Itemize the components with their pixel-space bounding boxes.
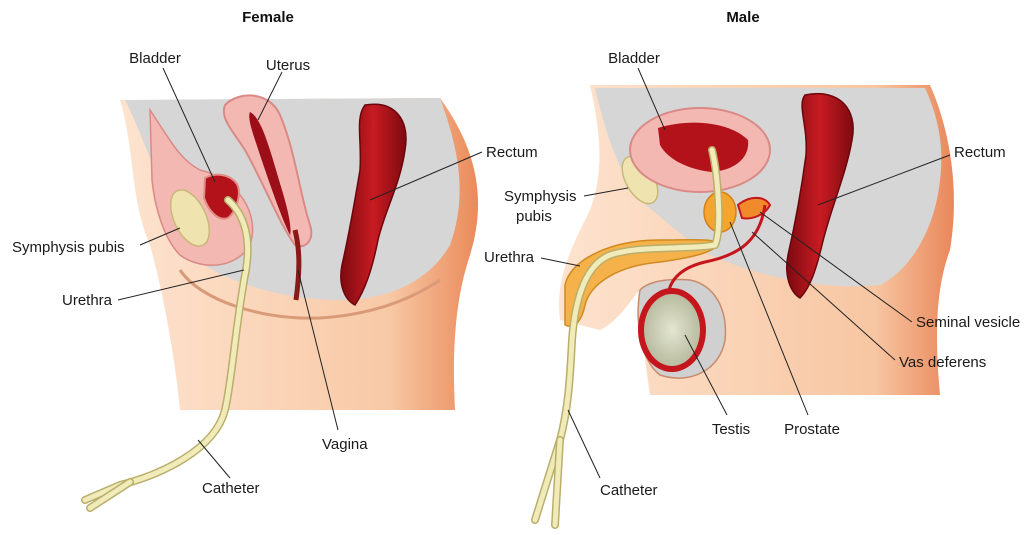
label-female-vagina: Vagina: [322, 436, 368, 453]
label-female-bladder: Bladder: [129, 50, 181, 67]
label-male-rectum: Rectum: [954, 144, 1006, 161]
leader-male-catheter: [568, 410, 600, 478]
label-male-catheter: Catheter: [600, 482, 658, 499]
label-male-urethra: Urethra: [484, 249, 535, 266]
male-testis: [644, 294, 700, 366]
label-male-symphysis-line2: pubis: [516, 208, 552, 225]
label-female-catheter: Catheter: [202, 480, 260, 497]
label-male-seminal-vesicle: Seminal vesicle: [916, 314, 1020, 331]
label-female-uterus: Uterus: [266, 57, 310, 74]
label-male-symphysis-line1: Symphysis: [504, 188, 577, 205]
label-male-vas-deferens: Vas deferens: [899, 354, 986, 371]
label-male-prostate: Prostate: [784, 421, 840, 438]
female-illustration: [85, 95, 478, 508]
leader-female-catheter: [198, 440, 230, 478]
label-female-symphysis-pubis: Symphysis pubis: [12, 239, 125, 256]
female-title: Female: [242, 9, 294, 26]
label-female-rectum: Rectum: [486, 144, 538, 161]
label-male-testis: Testis: [712, 421, 750, 438]
label-male-bladder: Bladder: [608, 50, 660, 67]
male-title: Male: [726, 9, 759, 26]
male-illustration: [535, 85, 954, 525]
label-female-urethra: Urethra: [62, 292, 113, 309]
